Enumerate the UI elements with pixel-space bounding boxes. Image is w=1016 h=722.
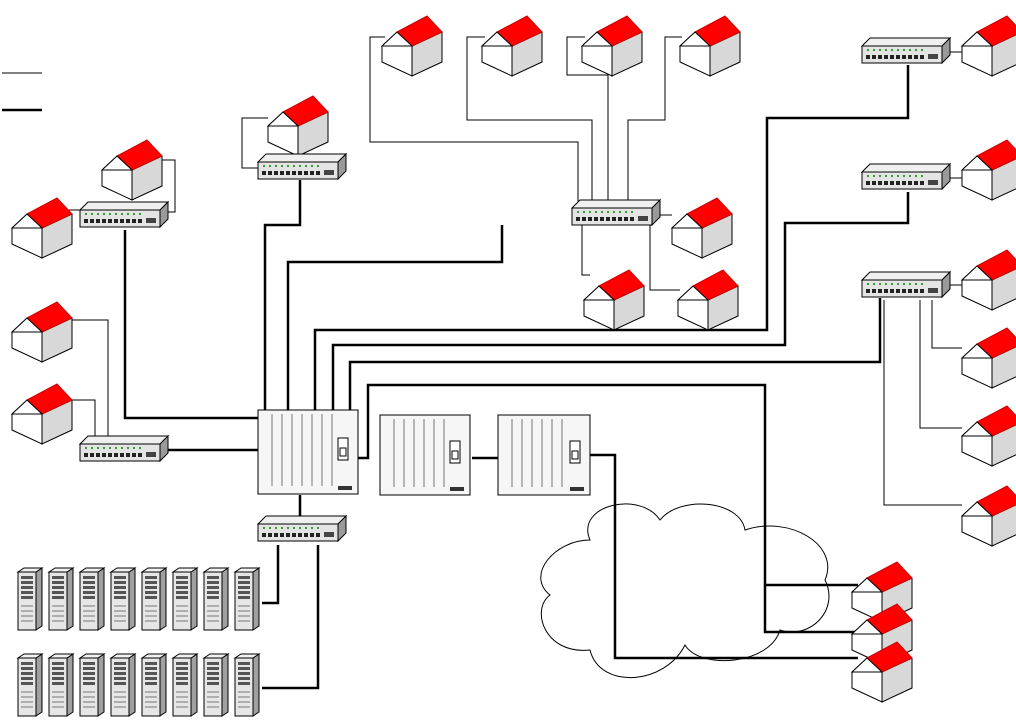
thin-link	[466, 36, 593, 208]
thin-link	[369, 36, 579, 208]
server-tower-icon	[16, 567, 44, 631]
house-icon	[670, 197, 733, 259]
thin-link	[649, 225, 680, 291]
thin-link	[919, 300, 962, 429]
trunk-link	[262, 545, 320, 690]
server-tower-icon	[202, 567, 230, 631]
thin-link	[566, 36, 609, 208]
thin-link	[883, 300, 962, 506]
house-icon	[10, 383, 73, 445]
network-switch-icon	[78, 200, 170, 229]
cloud-icon	[540, 503, 830, 679]
server-tower-icon	[140, 653, 168, 717]
server-tower-icon	[233, 653, 261, 717]
legend	[2, 72, 42, 112]
trunk-link	[263, 180, 302, 410]
server-tower-icon	[78, 567, 106, 631]
server-tower-icon	[109, 567, 137, 631]
server-tower-icon	[171, 653, 199, 717]
house-icon	[960, 327, 1016, 389]
trunk-link	[590, 453, 858, 660]
server-tower-icon	[140, 567, 168, 631]
server-tower-icon	[16, 653, 44, 717]
chassis-switch-icon	[257, 409, 359, 495]
house-icon	[960, 485, 1016, 547]
network-switch-icon	[256, 514, 348, 543]
house-icon	[380, 15, 443, 77]
trunk-link	[348, 298, 882, 410]
trunk-link	[331, 192, 910, 410]
server-tower-icon	[109, 653, 137, 717]
trunk-link	[286, 225, 504, 410]
house-icon	[850, 641, 913, 703]
server-tower-icon	[233, 567, 261, 631]
trunk-link	[262, 545, 280, 605]
server-tower-icon	[171, 567, 199, 631]
thin-link	[160, 159, 176, 213]
server-tower-icon	[47, 653, 75, 717]
houses	[10, 15, 1016, 703]
server-tower-icon	[202, 653, 230, 717]
server-tower-icon	[47, 567, 75, 631]
thin-link	[627, 36, 682, 208]
trunk-link	[763, 585, 858, 634]
trunk-link	[356, 383, 858, 587]
network-switch-icon	[78, 434, 170, 463]
chassis-switches	[257, 409, 591, 496]
house-icon	[850, 561, 913, 623]
network-switch-icon	[256, 152, 348, 181]
house-icon	[960, 139, 1016, 201]
chassis-switch-icon	[379, 414, 471, 496]
thin-link	[931, 300, 962, 349]
trunk-link	[313, 65, 910, 410]
thin-links	[68, 36, 962, 506]
thin-link	[241, 117, 268, 169]
house-icon	[960, 15, 1016, 77]
house-icon	[678, 15, 741, 77]
network-switch-icon	[860, 36, 952, 65]
thin-link	[68, 319, 109, 440]
server-tower-icon	[78, 653, 106, 717]
network-switch-icon	[860, 162, 952, 191]
thin-link	[68, 399, 96, 440]
thick-links	[123, 65, 910, 690]
house-icon	[10, 197, 73, 259]
house-icon	[100, 139, 163, 201]
house-icon	[960, 249, 1016, 311]
house-icon	[480, 15, 543, 77]
house-icon	[582, 269, 645, 331]
house-icon	[266, 95, 329, 157]
house-icon	[676, 269, 739, 331]
thin-link	[581, 225, 590, 276]
house-icon	[580, 15, 643, 77]
trunk-link	[123, 230, 258, 420]
network-switch-icon	[570, 198, 662, 227]
switches	[78, 36, 952, 543]
server-racks	[16, 567, 261, 717]
house-icon	[960, 405, 1016, 467]
chassis-switch-icon	[497, 414, 591, 496]
network-switch-icon	[860, 270, 952, 299]
house-icon	[10, 301, 73, 363]
